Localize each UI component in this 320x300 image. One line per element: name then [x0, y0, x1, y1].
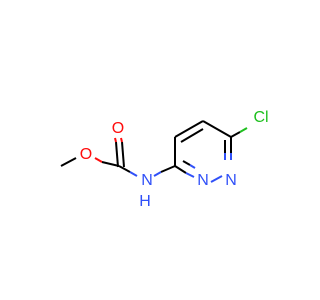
amine-nitrogen-label: N	[141, 172, 153, 189]
carbonyl-oxygen-label: O	[112, 120, 124, 137]
bond-carbonyl-double-2-red	[120, 137, 123, 143]
bond-carbonyl-double-1-red	[114, 137, 117, 143]
chlorine-label: Cl	[253, 109, 268, 126]
bond-ring-c4-c5	[174, 120, 204, 138]
bond-ring-c4-c5-inner	[180, 128, 204, 143]
bond-ring-n2-c3-inner	[182, 160, 191, 166]
ring-nitrogen-label-1: N	[197, 172, 209, 189]
ring-nitrogen-label-2: N	[225, 172, 237, 189]
bond-ring-n2-c3-inner-blue	[189, 164, 196, 169]
bond-ring-carbon-chlorine-black	[230, 131, 241, 138]
bond-carbonyl-carbon-nh-black	[118, 165, 131, 173]
bond-nh-ring-carbon-black	[160, 165, 176, 173]
ether-oxygen-label: O	[80, 146, 92, 163]
bond-carbonyl-carbon-nh-blue	[129, 171, 138, 177]
bond-ring-n1-n2	[210, 175, 223, 183]
atom-label-layer: O O N H N N Cl	[80, 109, 269, 210]
amine-hydrogen-label: H	[139, 193, 151, 210]
bond-nh-ring-carbon-blue	[153, 171, 162, 177]
bond-oxygen-carbonyl-carbon-black	[101, 161, 120, 167]
bond-methyl-oxygen	[60, 157, 77, 167]
bond-ring-carbon-chlorine-green	[239, 127, 248, 133]
bond-carbonyl-double-2	[121, 141, 125, 168]
bond-ring-n2-c3-blue	[185, 172, 195, 178]
chemical-structure: O O N H N N Cl	[60, 109, 269, 210]
bond-ring-n2-c3	[174, 165, 187, 174]
bond-ring-c5-c6	[202, 120, 232, 138]
bond-oxygen-carbonyl-carbon-red	[94, 157, 103, 163]
bond-carbonyl-double-1	[115, 141, 119, 168]
bond-layer	[60, 120, 248, 183]
